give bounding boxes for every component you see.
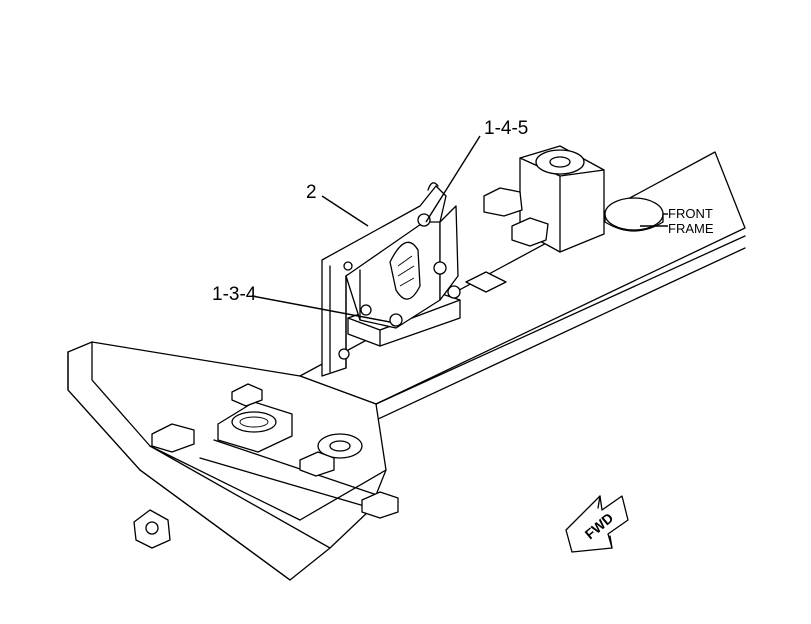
fwd-arrow-icon: FWD — [565, 495, 629, 553]
front-frame-label-line2: FRAME — [668, 221, 714, 236]
bracket-slot — [389, 241, 421, 300]
frame-oval-slot — [231, 411, 277, 433]
front-frame — [299, 145, 746, 441]
front-frame-label-line1: FRONT — [668, 206, 713, 221]
leader-part-2 — [321, 195, 369, 227]
callout-part-1-4-5: 1-4-5 — [484, 118, 528, 139]
callout-part-2: 2 — [306, 182, 317, 203]
mounting-bracket — [321, 182, 461, 377]
main-frame — [67, 341, 399, 581]
callout-leaders — [251, 135, 481, 323]
callout-part-1-3-4: 1-3-4 — [212, 284, 257, 305]
bolt-nut — [338, 213, 461, 360]
leader-part-1-3-4 — [251, 295, 391, 323]
front-frame-boss — [604, 197, 664, 231]
frame-plate — [465, 271, 507, 293]
leader-part-1-4-5 — [425, 135, 481, 223]
